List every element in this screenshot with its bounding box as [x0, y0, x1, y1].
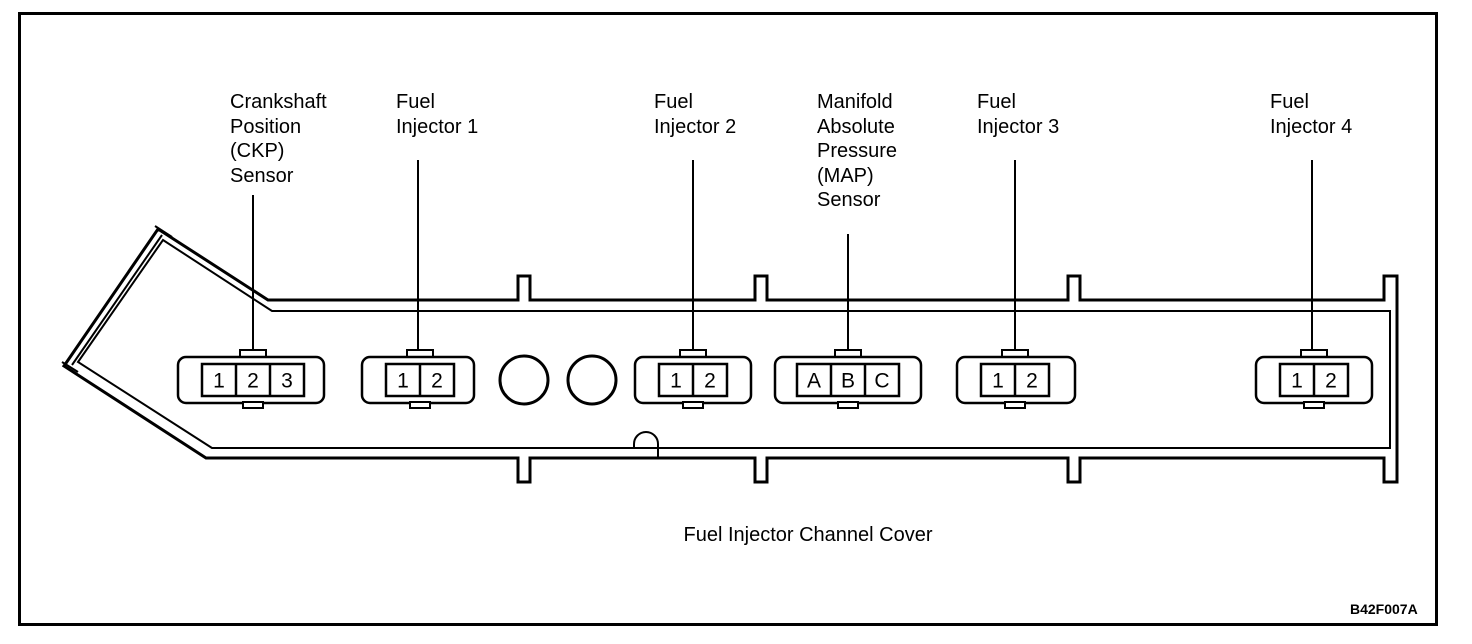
cover-label: Fuel Injector Channel Cover [683, 524, 933, 546]
pin-label: 2 [247, 370, 259, 393]
connector-key [1004, 401, 1026, 409]
pin-label: 2 [1325, 370, 1337, 393]
end-detail-line [61, 361, 79, 373]
cover-hole [498, 354, 550, 406]
label-ckp-sensor: Crankshaft Position (CKP) Sensor [230, 91, 327, 187]
cover-outline [61, 226, 1399, 484]
figure-id: B42F007A [1350, 601, 1418, 617]
pin-label: 1 [1291, 370, 1303, 393]
cover-bump [633, 431, 659, 458]
label-fuel-injector-2: Fuel Injector 2 [654, 91, 737, 138]
label-map-sensor: Manifold Absolute Pressure (MAP) Sensor [817, 91, 898, 211]
diagram-frame [18, 12, 1438, 626]
pin-label: 3 [281, 370, 293, 393]
connector-cavity [200, 362, 306, 398]
connector-key [1303, 401, 1325, 409]
connector-key [682, 401, 704, 409]
end-detail-line [71, 234, 163, 366]
connector-key [837, 401, 859, 409]
cover-hole [566, 354, 618, 406]
label-fuel-injector-4: Fuel Injector 4 [1270, 91, 1353, 138]
pin-label: 1 [670, 370, 682, 393]
pin-label: 2 [1026, 370, 1038, 393]
label-fuel-injector-1: Fuel Injector 1 [396, 91, 479, 138]
connector-key [409, 401, 431, 409]
label-fuel-injector-3: Fuel Injector 3 [977, 91, 1060, 138]
connector-key [242, 401, 264, 409]
pin-label: 2 [431, 370, 443, 393]
pin-label: 1 [992, 370, 1004, 393]
end-detail-line [154, 225, 173, 238]
pin-label: 1 [397, 370, 409, 393]
connector-cavity [795, 362, 901, 398]
pin-label: A [807, 370, 821, 393]
pin-label: B [841, 370, 855, 393]
cover-inner-outline [76, 238, 1391, 449]
pin-label: 2 [704, 370, 716, 393]
pin-label: 1 [213, 370, 225, 393]
pin-label: C [874, 370, 889, 393]
